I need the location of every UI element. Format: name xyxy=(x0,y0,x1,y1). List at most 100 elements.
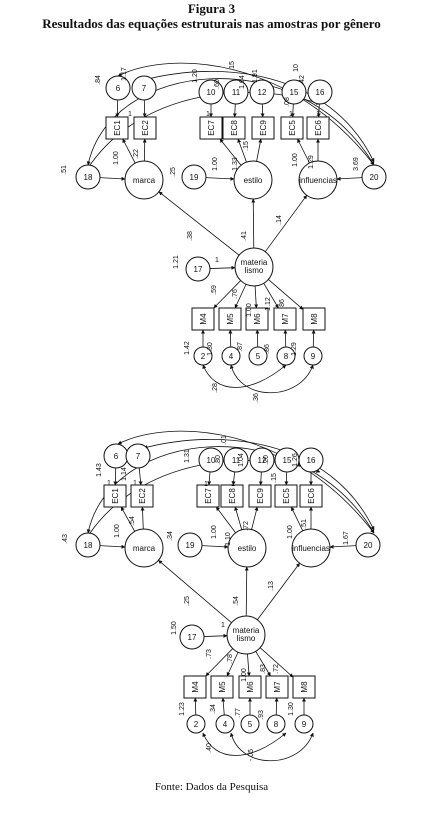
coefficient-label: .84 xyxy=(95,75,102,85)
node-label-4: 4 xyxy=(229,352,234,361)
coefficient-label: .01 xyxy=(221,435,228,445)
node-shape xyxy=(198,79,224,105)
coefficient-label: 1 xyxy=(128,111,132,118)
path-arrow xyxy=(336,176,363,181)
node-shape xyxy=(294,714,314,734)
node-shape xyxy=(291,528,331,568)
node-label-EC8: EC8 xyxy=(228,488,237,504)
node-label-8: 8 xyxy=(274,720,279,729)
coefficient-label: .13 xyxy=(268,581,275,591)
coefficient-label: 1 xyxy=(133,480,137,487)
coefficient-label: .36 xyxy=(253,393,260,403)
node-shape xyxy=(125,443,151,469)
node-label-influencias: influencias xyxy=(299,176,337,185)
covariance-arc xyxy=(202,364,287,388)
node-shape xyxy=(199,116,223,140)
node-shape xyxy=(361,164,387,190)
coefficient-label: .41 xyxy=(241,231,248,241)
node-shape xyxy=(251,116,275,140)
path-arrow xyxy=(213,280,241,309)
coefficient-label: .43 xyxy=(62,534,69,544)
path-arrow xyxy=(316,103,321,118)
node-label-EC1: EC1 xyxy=(113,120,122,136)
node-shape xyxy=(196,484,220,508)
node-shape xyxy=(234,247,274,287)
node-shape xyxy=(276,346,296,366)
coefficient-label: -.05 xyxy=(248,749,255,761)
node-label-10: 10 xyxy=(207,88,216,97)
coefficient-label: 1.67 xyxy=(343,531,350,545)
path-arrow xyxy=(221,697,226,716)
node-shape xyxy=(227,528,267,568)
coefficient-label: .51 xyxy=(61,165,68,175)
node-shape xyxy=(215,714,235,734)
coefficient-label: .78 xyxy=(227,654,234,664)
node-shape xyxy=(248,346,268,366)
node-label-M7: M7 xyxy=(273,681,282,693)
coefficient-label: 1 xyxy=(289,111,293,118)
node-label-M6: M6 xyxy=(253,313,262,325)
coefficient-label: 1 xyxy=(204,481,208,488)
covariance-arc xyxy=(229,732,314,762)
node-shape xyxy=(210,675,234,699)
node-shape xyxy=(222,116,246,140)
coefficient-label: 1 xyxy=(316,111,320,118)
coefficient-label: 1.00 xyxy=(292,153,299,167)
node-label-estilo: estilo xyxy=(238,544,257,553)
path-arrow xyxy=(205,176,235,181)
path-arrow xyxy=(259,647,294,678)
node-label-18: 18 xyxy=(84,541,93,550)
node-shape xyxy=(105,116,129,140)
path-arrow xyxy=(244,566,249,617)
node-label-EC2: EC2 xyxy=(141,120,150,136)
coefficient-label: .14 xyxy=(276,215,283,225)
node-label-M6: M6 xyxy=(246,681,255,693)
path-arrow xyxy=(268,279,304,310)
path-arrow xyxy=(138,467,143,486)
node-label-materialismo: lismo xyxy=(237,634,256,643)
path-arrow xyxy=(99,176,126,181)
node-label-M5: M5 xyxy=(218,681,227,693)
node-label-18: 18 xyxy=(84,173,93,182)
node-label-EC2: EC2 xyxy=(138,488,147,504)
coefficient-label: .15 xyxy=(271,473,278,483)
node-shape xyxy=(220,484,244,508)
path-arrow xyxy=(264,194,308,252)
coefficient-label: 1.00 xyxy=(241,668,248,682)
node-shape xyxy=(105,75,131,101)
node-shape xyxy=(298,160,338,200)
node-label-materialismo: materia xyxy=(241,258,268,267)
node-shape xyxy=(133,116,157,140)
covariance-arc xyxy=(143,70,375,163)
path-arrow xyxy=(290,506,304,532)
path-arrow xyxy=(234,506,243,530)
node-shape xyxy=(75,532,101,558)
node-shape xyxy=(221,346,241,366)
path-arrow xyxy=(290,103,295,118)
coefficient-label: 1.64 xyxy=(239,75,246,89)
path-arrow xyxy=(219,138,242,166)
coefficient-label: 1.91 xyxy=(252,69,259,83)
node-shape xyxy=(183,675,207,699)
coefficient-label: .86 xyxy=(264,344,271,354)
coefficient-label: .25 xyxy=(184,596,191,606)
node-label-2: 2 xyxy=(201,352,206,361)
node-label-EC6: EC6 xyxy=(307,488,316,504)
node-label-EC5: EC5 xyxy=(288,120,297,136)
coefficient-label: .20 xyxy=(263,455,270,465)
coefficient-label: 1.00 xyxy=(212,157,219,171)
node-label-12: 12 xyxy=(258,88,267,97)
coefficient-label: .86 xyxy=(279,299,286,309)
node-label-6: 6 xyxy=(116,84,121,93)
coefficient-label: .72 xyxy=(243,521,250,531)
node-label-15: 15 xyxy=(283,456,292,465)
coefficient-label: 1.12 xyxy=(265,297,272,311)
path-arrow xyxy=(140,506,145,530)
coefficient-label: .77 xyxy=(235,708,242,718)
node-label-11: 11 xyxy=(232,456,241,465)
covariance-arc xyxy=(117,430,375,534)
node-shape xyxy=(130,484,154,508)
node-shape xyxy=(245,307,269,331)
coefficient-label: 1.30 xyxy=(288,702,295,716)
path-arrow xyxy=(237,138,247,163)
